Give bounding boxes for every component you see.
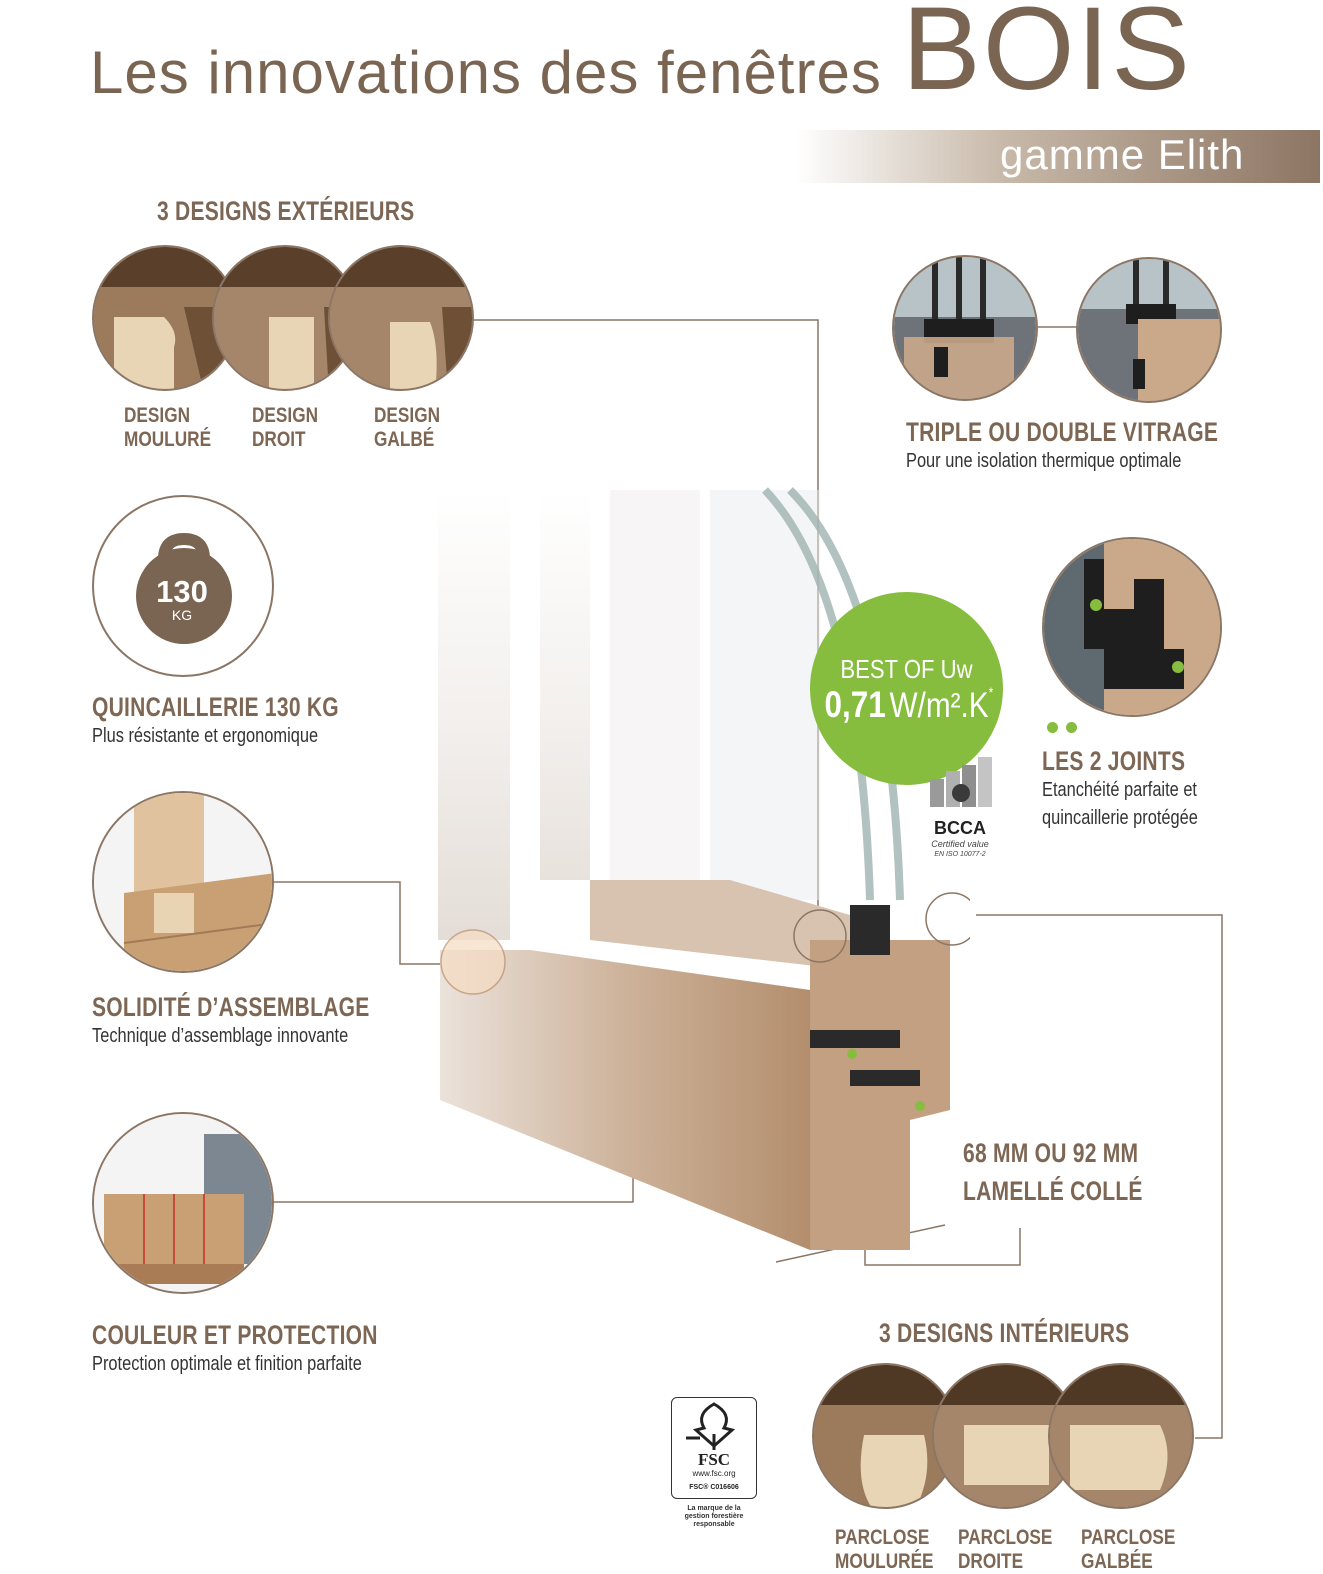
glazing-subtitle: Pour une isolation thermique optimale (906, 450, 1182, 472)
bcca-standard: EN ISO 10077-2 (934, 851, 986, 858)
assembly-image (92, 791, 274, 973)
triple-glazing-image (892, 255, 1038, 401)
weight-unit: KG (171, 607, 193, 623)
title-bold: BOIS (902, 0, 1192, 115)
color-subtitle: Protection optimale et finition parfaite (92, 1353, 362, 1375)
fsc-name: FSC (697, 1450, 731, 1469)
double-glazing-image (1076, 257, 1222, 403)
glazing-title: TRIPLE OU DOUBLE VITRAGE (906, 417, 1219, 447)
color-protection-image (92, 1112, 274, 1294)
bcca-logo-mark (930, 757, 992, 807)
bcca-name: BCCA (934, 818, 986, 838)
best-of-badge (810, 592, 1003, 785)
hardware-title: QUINCAILLERIE 130 KG (92, 692, 339, 722)
joints-dot-2 (1066, 722, 1077, 733)
joints-line2: quincaillerie protégée (1042, 807, 1198, 829)
joints-dot-1 (1047, 722, 1058, 733)
title-light: Les innovations des fenêtres (90, 39, 882, 106)
fsc-logo-box (671, 1397, 757, 1499)
window-section-illustration (438, 487, 970, 1250)
color-title: COULEUR ET PROTECTION (92, 1320, 378, 1350)
interior-heading: 3 DESIGNS INTÉRIEURS (879, 1318, 1130, 1348)
hardware-weight-circle (92, 495, 274, 677)
fsc-code: FSC® C016606 (689, 1484, 739, 1491)
uw-unit: W/m².K (889, 686, 989, 725)
uw-star: * (988, 684, 994, 700)
page-title: Les innovations des fenêtres (90, 38, 882, 107)
range-band (796, 130, 1320, 183)
uw-value: 0,71 (824, 684, 886, 725)
bcca-certified: Certified value (931, 839, 989, 849)
best-of-value-line: 0,71 W/m².K* (824, 684, 993, 726)
assembly-title: SOLIDITÉ D’ASSEMBLAGE (92, 992, 370, 1022)
thickness-line2: LAMELLÉ COLLÉ (963, 1176, 1143, 1206)
interior-parclose-galbee-image (1048, 1363, 1194, 1509)
assembly-subtitle: Technique d’assemblage innovante (92, 1025, 349, 1047)
fsc-site: www.fsc.org (692, 1469, 736, 1478)
range-label: gamme Elith (1000, 131, 1245, 178)
interior-parclose-moulure-image (812, 1363, 958, 1509)
exterior-heading: 3 DESIGNS EXTÉRIEURS (157, 196, 415, 226)
joints-image (1042, 537, 1222, 717)
weight-value: 130 (156, 574, 208, 609)
hardware-subtitle: Plus résistante et ergonomique (92, 725, 319, 747)
joints-title: LES 2 JOINTS (1042, 746, 1186, 776)
joints-line1: Etanchéité parfaite et (1042, 779, 1197, 801)
best-of-label: BEST OF Uw (840, 654, 973, 684)
thickness-line1: 68 MM OU 92 MM (963, 1138, 1139, 1168)
fsc-tree-icon (686, 1402, 736, 1450)
exterior-design-galbe-image (328, 245, 474, 391)
